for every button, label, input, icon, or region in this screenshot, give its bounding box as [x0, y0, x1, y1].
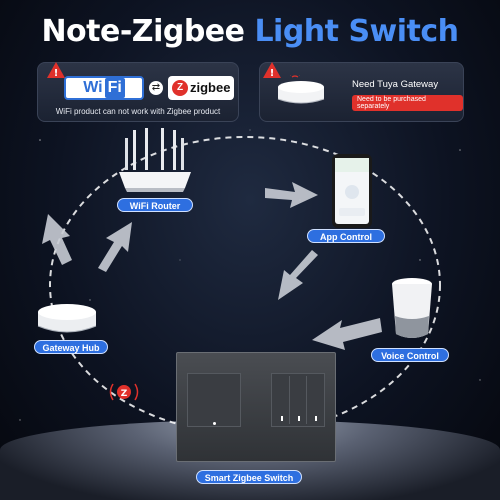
zigbee-text: zigbee — [190, 80, 231, 95]
title-part-1: Note-Zigbee — [41, 14, 255, 49]
gateway-hub-icon — [277, 75, 325, 104]
svg-text:!: ! — [270, 68, 275, 79]
swap-icon: ⇄ — [149, 81, 163, 95]
zigbee-badge: Z zigbee — [168, 76, 234, 100]
zigbee-signal-icon: Z — [109, 383, 139, 401]
svg-text:Z: Z — [121, 389, 128, 399]
label-app: App Control — [307, 229, 385, 243]
wifi-router — [119, 128, 191, 192]
label-router: WiFi Router — [117, 198, 193, 212]
wall-switch — [176, 352, 336, 462]
label-voice: Voice Control — [371, 348, 449, 362]
single-gang-switch — [187, 373, 241, 427]
smart-speaker — [392, 278, 432, 338]
gateway-requirement-card: ! Need Tuya Gateway Need to be purchased… — [259, 62, 464, 122]
three-gang-switch — [271, 373, 325, 427]
arrow-app-to-switch — [278, 250, 318, 300]
svg-text:!: ! — [54, 68, 59, 79]
arrow-hub-to-router-right — [98, 222, 132, 272]
arrow-router-to-app — [265, 182, 318, 208]
zigbee-logo: Z — [172, 80, 188, 96]
gateway-hub — [37, 304, 97, 333]
wifi-fi-text: Fi — [104, 78, 125, 98]
title-part-2: Light Switch — [254, 14, 459, 49]
wifi-text: Wi — [83, 79, 103, 96]
arrow-voice-to-switch — [312, 318, 382, 350]
label-switch: Smart Zigbee Switch — [196, 470, 302, 484]
smartphone — [332, 154, 372, 228]
arrow-hub-to-router-left — [42, 214, 72, 265]
warning-icon: ! — [47, 62, 65, 79]
page-title: Note-Zigbee Light Switch — [0, 14, 500, 49]
compatibility-note: WiFi product can not work with Zigbee pr… — [55, 107, 221, 116]
label-hub: Gateway Hub — [34, 340, 108, 354]
gateway-requirement-title: Need Tuya Gateway — [352, 79, 439, 90]
warning-icon: ! — [263, 62, 281, 79]
purchase-separately-badge: Need to be purchased separately — [352, 95, 463, 111]
